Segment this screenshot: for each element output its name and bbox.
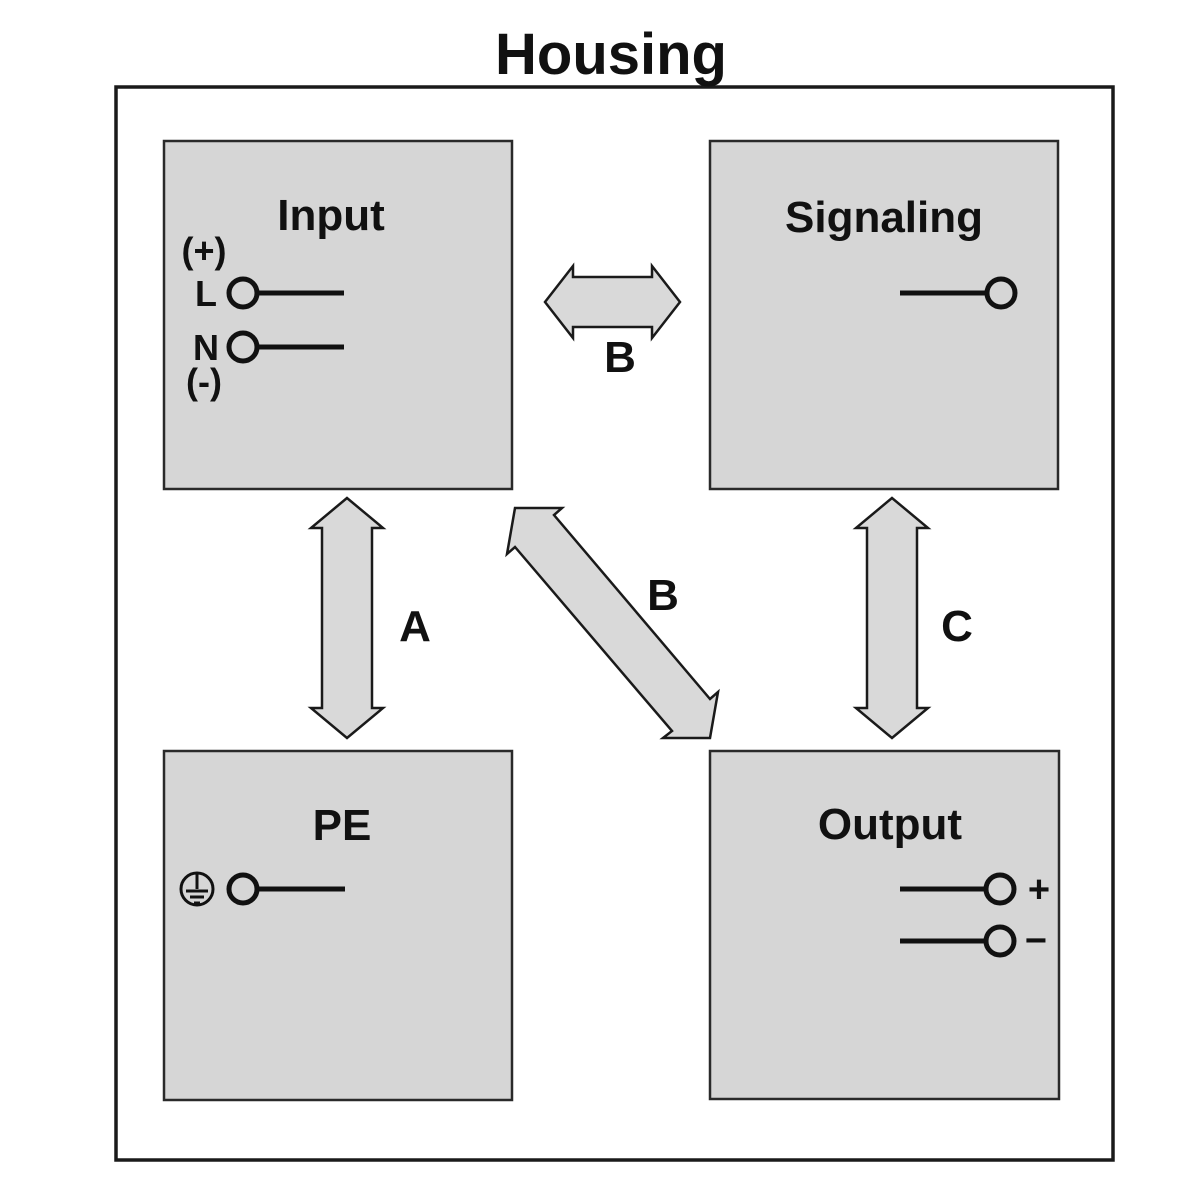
input-box (162, 139, 514, 491)
input-pin-n-label: N (193, 327, 219, 368)
input-pin-l-label: L (195, 273, 217, 314)
input-terminal-n (226, 330, 260, 364)
output-title: Output (818, 800, 963, 849)
pe-box (162, 749, 514, 1102)
protective-earth-circle (179, 871, 215, 907)
output-terminal-minus (983, 924, 1017, 958)
arrow-a-label: A (399, 602, 431, 651)
input-pin-plus-label: (+) (182, 230, 227, 271)
input-terminal-l (226, 276, 260, 310)
arrow-b-diagonal-label: B (647, 571, 679, 620)
input-title: Input (277, 191, 385, 240)
signaling-box (708, 139, 1060, 491)
protective-earth-icon (179, 871, 215, 907)
arrow-b-horizontal (543, 262, 682, 342)
output-pin-plus-label: + (1028, 869, 1050, 911)
arrow-c (852, 496, 932, 740)
housing-title: Housing (495, 22, 727, 87)
arrow-c-label: C (941, 602, 973, 651)
pe-terminal (226, 872, 260, 906)
signaling-terminal (984, 276, 1018, 310)
input-pin-minus-label: (-) (186, 361, 222, 402)
output-terminal-plus (983, 872, 1017, 906)
signaling-title: Signaling (785, 193, 983, 242)
arrow-a (307, 496, 387, 740)
arrow-b-horizontal-label: B (604, 333, 636, 382)
arrow-b-diagonal (505, 506, 720, 740)
output-pin-minus-label: − (1025, 920, 1047, 962)
pe-title: PE (313, 801, 372, 850)
